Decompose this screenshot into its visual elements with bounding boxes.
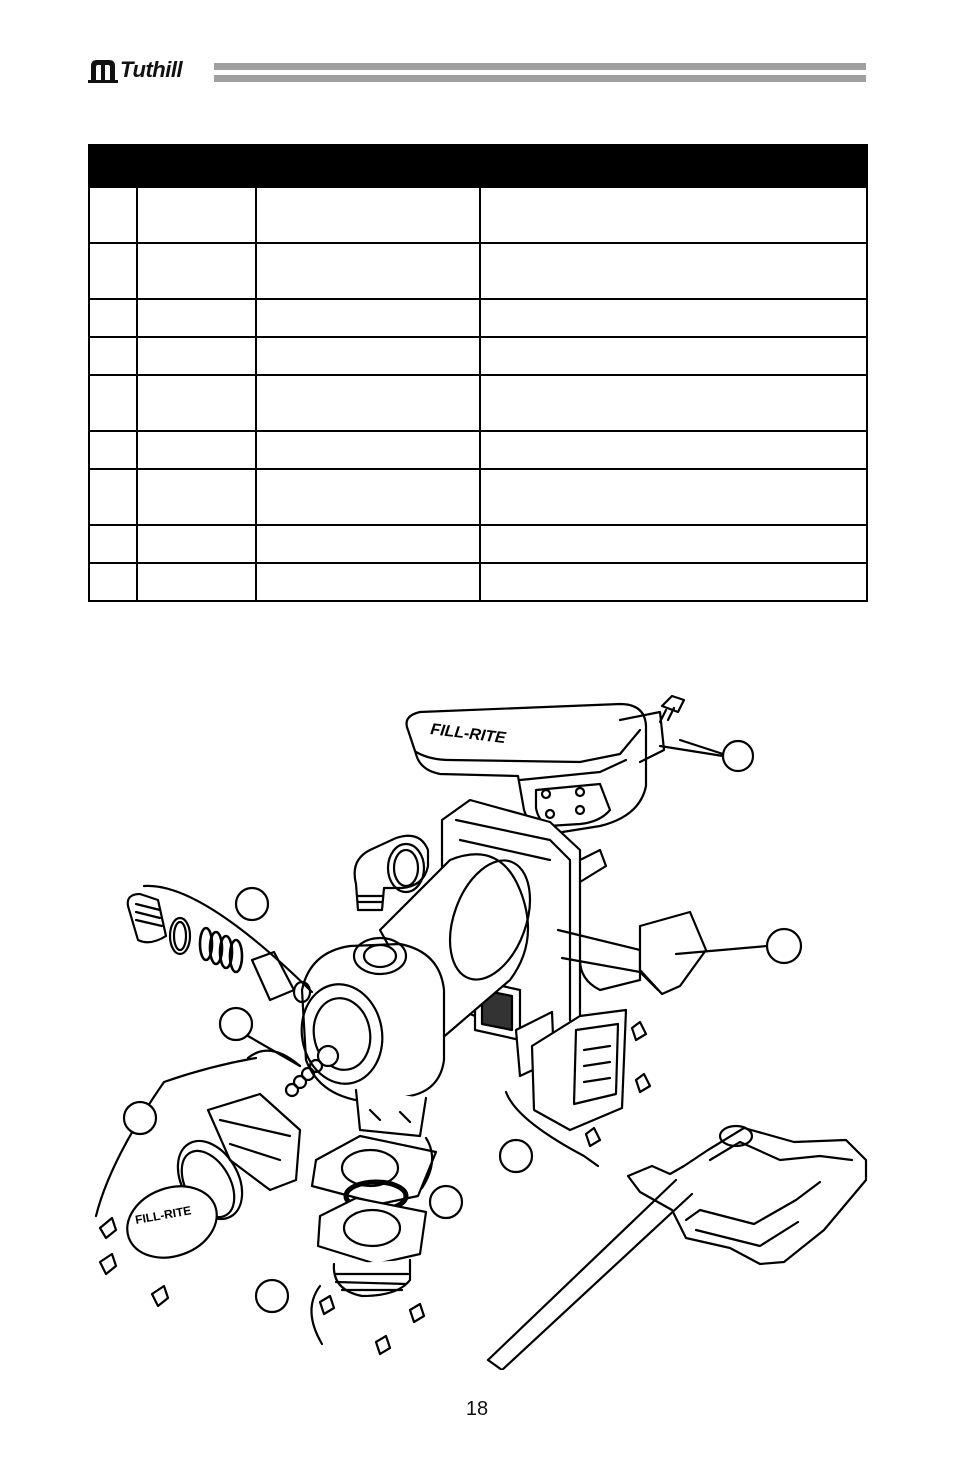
table-cell <box>136 242 257 300</box>
column-header <box>88 144 138 188</box>
callout-4 <box>218 1006 302 1068</box>
handle-bracket-part: FILL-RITE <box>405 702 666 836</box>
junction-box-parts <box>504 1008 652 1168</box>
table-cell <box>479 562 868 602</box>
column-header <box>255 144 481 188</box>
table-cell <box>479 336 868 376</box>
table-cell <box>255 430 481 470</box>
table-row <box>88 336 868 376</box>
table-row <box>88 430 868 470</box>
handle-bolt-part <box>658 694 686 724</box>
column-header <box>136 144 257 188</box>
table-cell <box>136 298 257 338</box>
table-row <box>88 242 868 300</box>
column-header <box>479 144 868 188</box>
table-row <box>88 374 868 432</box>
table-cell <box>136 468 257 526</box>
table-cell <box>479 430 868 470</box>
table-cell <box>88 336 138 376</box>
table-row <box>88 524 868 564</box>
table-cell <box>88 468 138 526</box>
callout-8 <box>254 1278 290 1314</box>
exploded-pump-diagram: FILL-RITE <box>94 694 868 1370</box>
table-cell <box>88 242 138 300</box>
table-cell <box>255 298 481 338</box>
table-cell <box>479 186 868 244</box>
page-header: Tuthill <box>88 54 868 90</box>
header-rule-bottom <box>214 75 866 82</box>
table-cell <box>136 430 257 470</box>
table-cell <box>136 524 257 564</box>
table-cell <box>255 242 481 300</box>
page-number: 18 <box>465 1398 489 1420</box>
table-cell <box>88 524 138 564</box>
inlet-flange-parts <box>310 1134 438 1356</box>
table-cell <box>255 524 481 564</box>
table-cell <box>479 374 868 432</box>
callout-5 <box>122 1100 158 1136</box>
callout-2 <box>674 927 803 965</box>
table-cell <box>255 468 481 526</box>
parts-table <box>88 144 868 602</box>
table-row <box>88 186 868 244</box>
table-row <box>88 298 868 338</box>
table-cell <box>88 562 138 602</box>
table-cell <box>136 336 257 376</box>
pump-head-part <box>300 936 446 1138</box>
elbow-fitting-part <box>353 834 430 912</box>
table-cell <box>479 468 868 526</box>
rotor-cover-parts: FILL-RITE <box>94 1056 302 1308</box>
nozzle-part <box>486 1124 868 1370</box>
table-cell <box>88 374 138 432</box>
callout-7 <box>428 1184 464 1220</box>
tuthill-logo-icon <box>88 60 118 83</box>
table-row <box>88 468 868 526</box>
table-cell <box>255 336 481 376</box>
table-cell <box>255 562 481 602</box>
callout-6 <box>498 1138 534 1174</box>
parts-table-header-row <box>88 144 868 188</box>
tuthill-logo: Tuthill <box>88 56 183 84</box>
mounting-foot-part <box>560 910 708 996</box>
table-cell <box>88 430 138 470</box>
table-row <box>88 562 868 602</box>
callout-labels <box>122 738 803 1314</box>
brand-name: Tuthill <box>120 57 183 82</box>
callout-3 <box>234 886 270 922</box>
table-cell <box>479 298 868 338</box>
table-cell <box>136 562 257 602</box>
table-cell <box>136 374 257 432</box>
table-cell <box>136 186 257 244</box>
table-cell <box>255 374 481 432</box>
header-rule-top <box>214 63 866 70</box>
table-cell <box>88 186 138 244</box>
bypass-valve-parts <box>126 884 314 1004</box>
table-cell <box>479 242 868 300</box>
table-cell <box>479 524 868 564</box>
callout-1 <box>658 738 755 773</box>
table-cell <box>255 186 481 244</box>
table-cell <box>88 298 138 338</box>
